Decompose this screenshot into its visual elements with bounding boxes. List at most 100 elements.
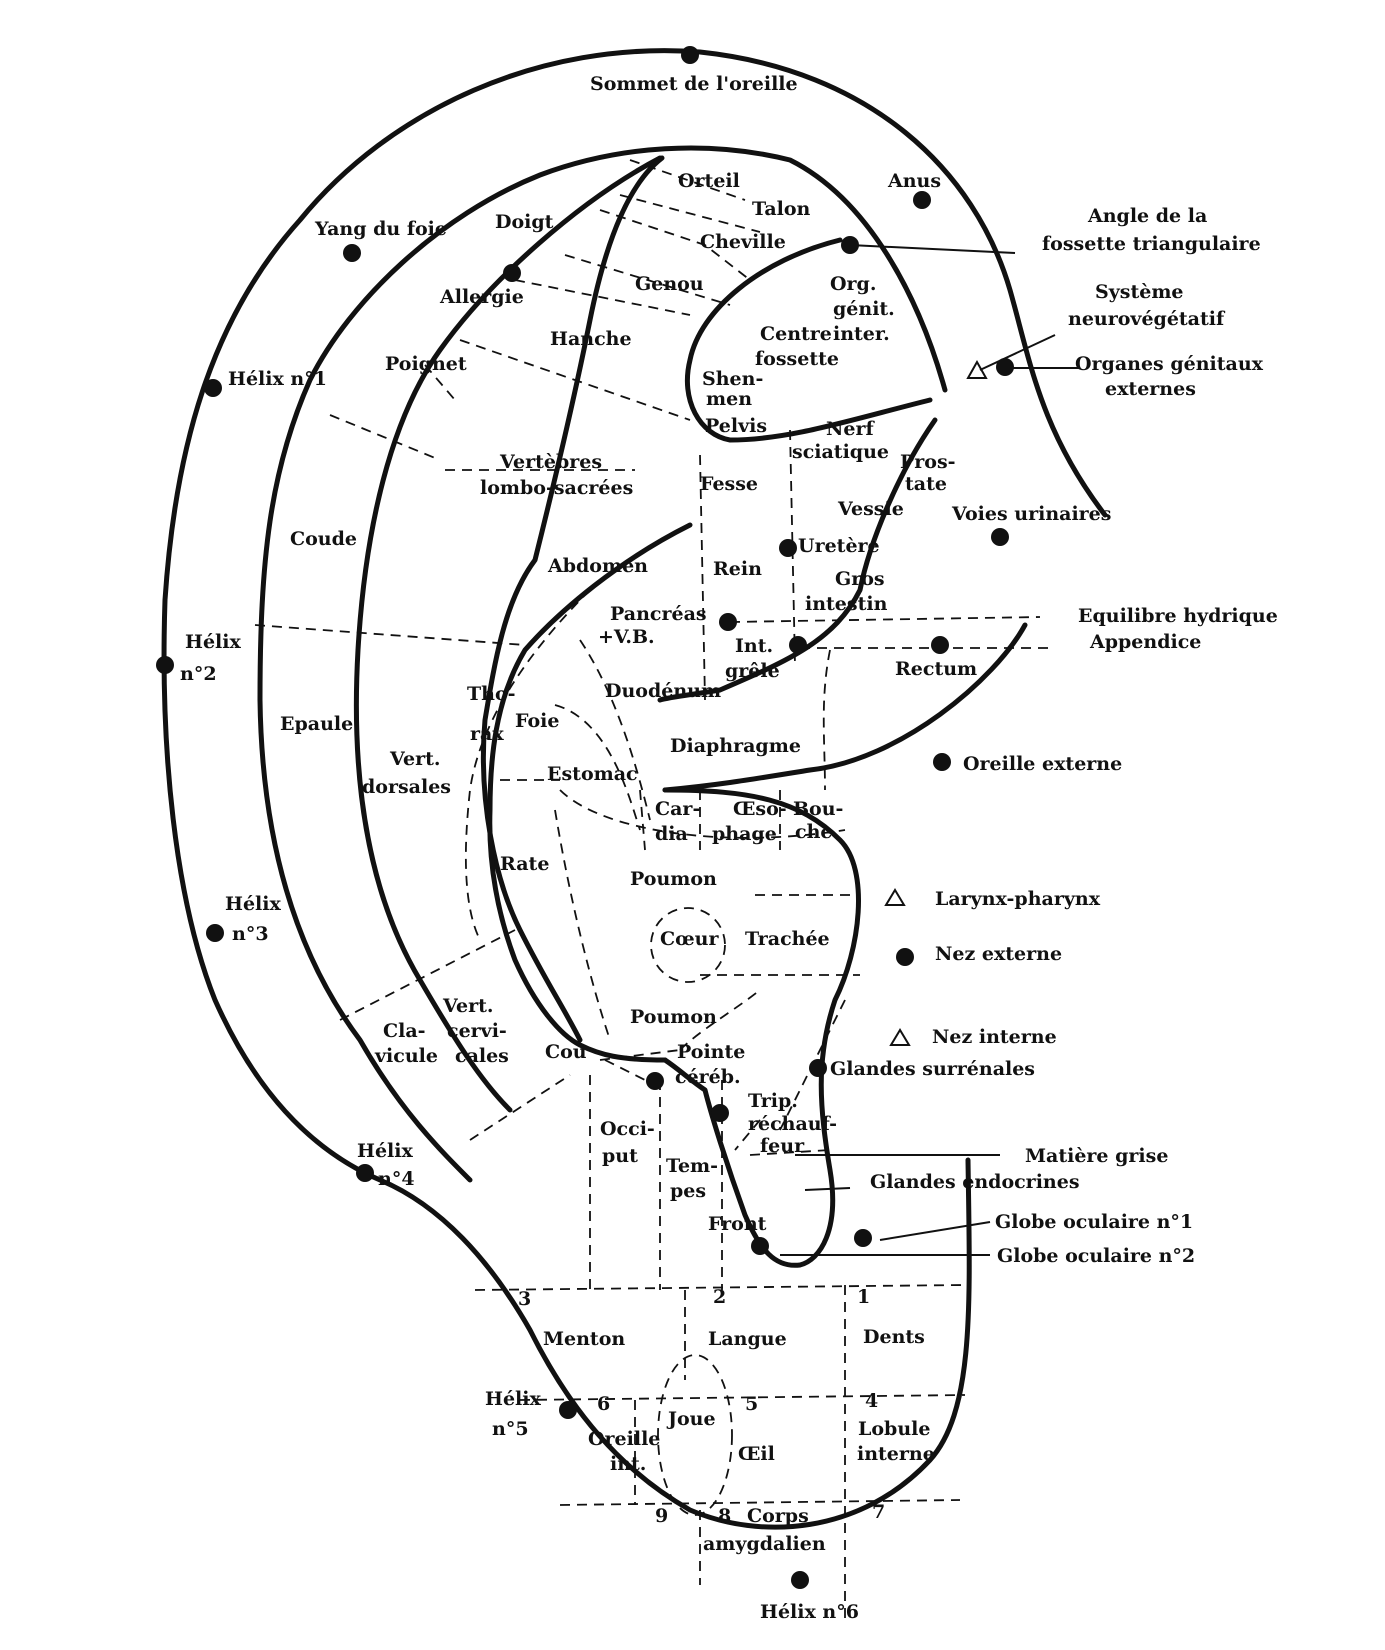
label-helix3-2: n°3 [232,923,269,945]
label-voies-urinaires: Voies urinaires [951,503,1111,525]
label-glandes-endo: Glandes endocrines [870,1171,1080,1193]
label-langue: Langue [708,1328,787,1350]
label-bouche-1: Bou- [793,798,843,820]
label-helix5-1: Hélix [485,1388,541,1410]
label-tempes-1: Tem- [666,1155,718,1177]
label-duodenum: Duodénum [605,680,721,702]
label-helix1: Hélix n°1 [228,368,327,390]
region-separators [254,159,966,1625]
label-centre-1: Centre [760,323,832,345]
label-larynx: Larynx-pharynx [935,888,1101,910]
triangle-markers [884,359,988,1046]
label-vert-1: Vert. [389,748,441,770]
triangular-fossa [684,237,933,443]
label-trip-2: réchauf- [748,1113,837,1135]
label-occiput-1: Occi- [600,1118,655,1140]
label-menton: Menton [543,1328,625,1350]
label-corps-2: amygdalien [703,1533,826,1555]
crus-of-helix [662,622,1028,793]
label-doigt: Doigt [495,211,554,233]
label-org-2: génit. [833,298,895,320]
concha-upper-border [657,417,938,703]
label-orteil: Orteil [678,170,740,192]
label-n2: 2 [713,1286,726,1308]
label-trip-3: feur [760,1135,805,1157]
label-coude: Coude [290,528,357,550]
label-trip-1: Trip. [748,1090,798,1112]
label-gros-1: Gros [835,568,885,590]
label-oeso-2: phage [712,823,777,845]
label-fesse: Fesse [700,473,758,495]
label-angle-1: Angle de la [1087,205,1207,227]
label-cheville: Cheville [700,231,786,253]
label-appendice: Appendice [1089,631,1201,653]
label-organes-gen-1: Organes génitaux [1075,353,1264,375]
label-yang-du-foie: Yang du foie [314,218,447,240]
label-clavicule-2: vicule [374,1045,438,1067]
label-lobule-1: Lobule [858,1418,930,1440]
labels: Sommet de l'oreille Orteil Anus Talon An… [180,73,1278,1623]
label-pancreas-2: +V.B. [598,626,655,648]
label-occiput-2: put [602,1145,638,1167]
label-oreille-int-2: int. [610,1453,646,1475]
label-matiere-grise: Matière grise [1025,1145,1168,1167]
label-pointe-1: Pointe [677,1041,745,1063]
label-estomac: Estomac [547,763,638,785]
label-helix4-1: Hélix [357,1140,413,1162]
label-angle-2: fossette triangulaire [1042,233,1261,255]
label-sommet: Sommet de l'oreille [590,73,798,95]
label-foie: Foie [515,710,559,732]
label-clavicule-1: Cla- [383,1020,426,1042]
label-bouche-2: che [795,821,832,843]
label-helix2-1: Hélix [185,631,241,653]
label-hanche: Hanche [550,328,632,350]
label-globe1: Globe oculaire n°1 [995,1211,1193,1233]
label-helix4-2: n°4 [378,1168,415,1190]
label-n1: 1 [857,1286,870,1308]
label-systeme-2: neurovégétatif [1068,308,1226,330]
label-vertc-3: cales [455,1045,509,1067]
label-rein: Rein [713,558,762,580]
label-corps-1: Corps [747,1505,809,1527]
label-nerf-2: sciatique [792,441,889,463]
label-helix5-2: n°5 [492,1418,529,1440]
label-abdomen: Abdomen [547,555,648,577]
label-nerf-1: Nerf [826,418,875,440]
concha-inner-curve [487,522,693,1063]
label-organes-gen-2: externes [1105,378,1196,400]
label-n6: 6 [597,1393,610,1415]
label-oeil: Œil [738,1443,775,1465]
label-helix2-2: n°2 [180,663,217,685]
label-thorax-2: rax [470,723,504,745]
label-pancreas-1: Pancréas [610,603,707,625]
label-n8: 8 [718,1505,731,1527]
label-allergie: Allergie [439,286,524,308]
label-vertebres-1: Vertèbres [499,451,602,473]
label-globe2: Globe oculaire n°2 [997,1245,1195,1267]
label-shenmen-2: men [706,388,752,410]
label-int-1: Int. [735,635,773,657]
label-cardia-2: dia [655,823,688,845]
label-lobule-2: interne [857,1443,935,1465]
label-talon: Talon [752,198,811,220]
label-vert-2: dorsales [362,776,451,798]
label-glandes-surr: Glandes surrénales [830,1058,1035,1080]
label-helix3-1: Hélix [225,893,281,915]
concha-lower-border [662,787,861,1268]
label-prostate-2: tate [905,473,947,495]
helix-inner-fold [257,145,948,1183]
label-gros-2: intestin [805,593,888,615]
label-poumon2: Poumon [630,1006,717,1028]
label-oreille-int-1: Oreille [588,1428,660,1450]
label-n3: 3 [518,1288,531,1310]
label-coeur: Cœur [660,928,719,950]
label-pointe-2: céréb. [675,1066,741,1088]
label-genou: Genou [635,273,704,295]
label-pelvis: Pelvis [705,415,767,437]
label-centre-2: fossette [755,348,839,370]
label-vertebres-2: lombo-sacrées [480,477,633,499]
outer-ear-contour [161,48,1108,1530]
label-vertc-2: cervi- [447,1020,507,1042]
